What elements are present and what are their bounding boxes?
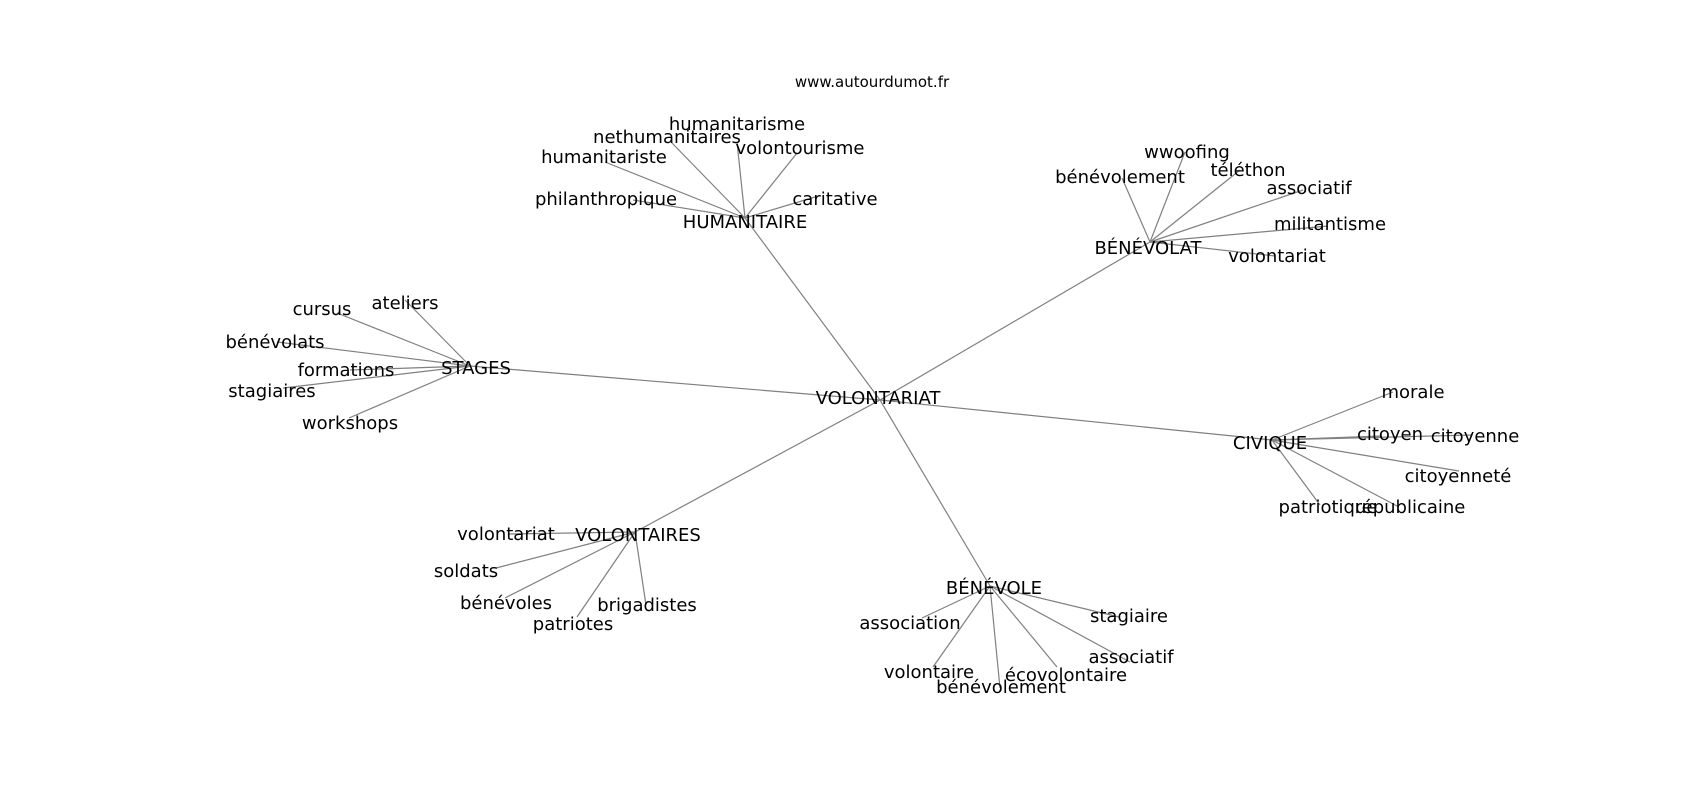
edge-humanitaire-leaf — [744, 152, 798, 219]
edge-center-benevole — [879, 399, 991, 587]
leaf-node-label: wwoofing — [1144, 142, 1230, 163]
leaf-node-label: formations — [298, 360, 395, 381]
leaf-node-label: cursus — [293, 299, 352, 320]
edge-center-stages — [469, 365, 881, 401]
edge-benevolat-leaf — [1149, 169, 1241, 243]
leaf-node-label: républicaine — [1355, 497, 1466, 518]
leaf-node-label: ateliers — [371, 293, 438, 314]
edge-humanitaire-leaf — [736, 141, 746, 219]
leaf-node-label: humanitarisme — [669, 114, 805, 135]
hub-node-label-benevolat: BÉNÉVOLAT — [1094, 237, 1202, 259]
leaf-node-label: patriotique — [1279, 497, 1378, 518]
leaf-node-label: volontariat — [1228, 246, 1326, 267]
edge-benevolat-leaf — [1121, 177, 1151, 243]
hub-node-label-volontaires: VOLONTAIRES — [575, 525, 701, 546]
edge-benevolat-leaf — [1149, 225, 1329, 243]
leaf-node-label: stagiaire — [1090, 606, 1168, 627]
edge-benevole-leaf — [921, 585, 991, 619]
leaf-node-label: brigadistes — [597, 595, 697, 616]
edge-benevole-leaf — [989, 585, 1120, 618]
leaf-node-label: patriotes — [533, 614, 613, 635]
edge-stages-leaf — [349, 365, 471, 371]
leaf-node-label: volontourisme — [736, 138, 865, 159]
graph-nodes: humanitarismenethumanitairesvolontourism… — [225, 114, 1519, 698]
center-node-label: VOLONTARIAT — [816, 388, 942, 409]
edge-stages-leaf — [348, 365, 471, 419]
edge-benevolat-leaf — [1149, 151, 1186, 243]
leaf-node-label: bénévoles — [460, 593, 552, 614]
edge-civique-leaf — [1271, 439, 1321, 506]
leaf-node-label: morale — [1381, 382, 1444, 403]
edge-volontaires-leaf — [507, 531, 636, 535]
edge-center-civique — [879, 399, 1273, 441]
leaf-node-label: workshops — [302, 413, 398, 434]
hub-node-label-benevole: BÉNÉVOLE — [946, 577, 1042, 599]
leaf-node-label: bénévolement — [936, 677, 1066, 698]
edge-benevole-leaf — [989, 585, 1058, 668]
leaf-node-label: volontariat — [457, 524, 555, 545]
leaf-node-label: bénévolement — [1055, 167, 1185, 188]
graph-edges — [276, 141, 1473, 689]
leaf-node-label: bénévolats — [225, 332, 324, 353]
edge-civique-leaf — [1271, 391, 1394, 441]
edge-civique-leaf — [1271, 439, 1460, 472]
hub-node-label-humanitaire: HUMANITAIRE — [683, 212, 807, 233]
edge-volontaires-leaf — [504, 531, 636, 599]
leaf-node-label: citoyen — [1357, 424, 1423, 445]
leaf-node-label: caritative — [792, 189, 877, 210]
leaf-node-label: associatif — [1266, 178, 1352, 199]
edge-stages-leaf — [276, 341, 471, 367]
edge-center-humanitaire — [744, 217, 881, 401]
leaf-node-label: volontaire — [884, 662, 974, 683]
edge-stages-leaf — [404, 299, 471, 367]
edge-stages-leaf — [336, 312, 471, 367]
edge-humanitaire-leaf — [632, 199, 746, 219]
leaf-node-label: humanitariste — [541, 147, 667, 168]
edge-benevolat-leaf — [1149, 189, 1304, 243]
edge-volontaires-leaf — [495, 531, 636, 569]
edge-center-benevolat — [879, 241, 1151, 401]
leaf-node-label: téléthon — [1210, 160, 1285, 181]
edge-volontaires-leaf — [634, 531, 647, 606]
edge-benevolat-leaf — [1149, 241, 1276, 257]
watermark-text: www.autourdumot.fr — [795, 73, 950, 91]
edge-benevole-leaf — [989, 585, 1131, 663]
leaf-node-label: citoyenneté — [1405, 466, 1512, 487]
leaf-node-label: soldats — [434, 561, 498, 582]
edge-civique-leaf — [1271, 439, 1398, 507]
leaf-node-label: stagiaires — [228, 381, 315, 402]
leaf-node-label: association — [859, 613, 960, 634]
edge-humanitaire-leaf — [744, 196, 816, 219]
edge-humanitaire-leaf — [604, 161, 746, 219]
edge-stages-leaf — [282, 365, 471, 389]
leaf-node-label: citoyenne — [1431, 426, 1520, 447]
edge-benevole-leaf — [989, 585, 1001, 689]
edge-civique-leaf — [1271, 434, 1473, 441]
edge-benevole-leaf — [932, 585, 991, 668]
leaf-node-label: nethumanitaires — [593, 127, 741, 148]
leaf-node-label: militantisme — [1274, 214, 1386, 235]
leaf-node-label: écovolontaire — [1005, 665, 1127, 686]
hub-node-label-civique: CIVIQUE — [1233, 433, 1307, 454]
leaf-node-label: philanthropique — [535, 189, 677, 210]
edge-volontaires-leaf — [576, 531, 636, 618]
edge-humanitaire-leaf — [671, 142, 746, 219]
hub-node-label-stages: STAGES — [441, 358, 511, 379]
edge-center-volontaires — [634, 399, 881, 533]
leaf-node-label: associatif — [1088, 647, 1174, 668]
